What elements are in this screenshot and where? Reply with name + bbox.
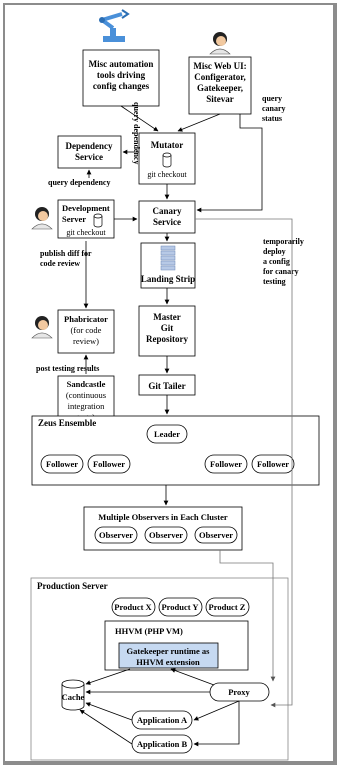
mutator-box: Mutator git checkout bbox=[138, 132, 196, 185]
misc-tools-line2: tools driving bbox=[97, 70, 146, 80]
svg-text:Server: Server bbox=[62, 214, 86, 224]
application-b-node: Application B bbox=[137, 739, 188, 749]
svg-text:Git: Git bbox=[161, 323, 174, 333]
svg-text:Canary: Canary bbox=[153, 206, 182, 216]
query-dependency-label: query dependency bbox=[48, 178, 110, 187]
svg-text:Production Server: Production Server bbox=[37, 581, 108, 591]
svg-text:Master: Master bbox=[153, 312, 180, 322]
person-icon bbox=[31, 207, 53, 230]
svg-text:Service: Service bbox=[75, 152, 103, 162]
follower-node: Follower bbox=[46, 459, 78, 469]
git-tailer-box: Git Tailer bbox=[138, 374, 196, 396]
misc-tools-line3: config changes bbox=[93, 81, 150, 91]
follower-node: Follower bbox=[257, 459, 289, 469]
database-icon bbox=[61, 679, 85, 711]
database-icon bbox=[162, 152, 172, 168]
svg-text:Sandcastle: Sandcastle bbox=[67, 379, 106, 389]
query-canary-status-label: query canary status bbox=[262, 94, 286, 123]
misc-web-ui-box: Misc Web UI: Configerator, Gatekeeper, S… bbox=[188, 56, 252, 115]
canary-service-box: Canary Service bbox=[138, 200, 196, 234]
svg-text:integration: integration bbox=[68, 401, 106, 411]
misc-web-line2: Configerator, bbox=[194, 72, 245, 82]
svg-text:Development: Development bbox=[62, 203, 110, 213]
follower-node: Follower bbox=[93, 459, 125, 469]
svg-text:canary: canary bbox=[262, 104, 286, 113]
dependency-service-box: Dependency Service bbox=[57, 135, 122, 169]
misc-web-line4: Sitevar bbox=[206, 94, 234, 104]
zeus-ensemble-box: Zeus Ensemble Leader Follower Follower F… bbox=[31, 415, 320, 486]
svg-text:for canary: for canary bbox=[263, 267, 299, 276]
svg-text:Phabricator: Phabricator bbox=[64, 314, 108, 324]
svg-text:(continuous: (continuous bbox=[66, 390, 106, 400]
misc-web-line1: Misc Web UI: bbox=[193, 61, 246, 71]
svg-text:a config: a config bbox=[263, 257, 290, 266]
observers-box: Multiple Observers in Each Cluster Obser… bbox=[83, 506, 243, 551]
person-icon bbox=[209, 32, 231, 55]
gatekeeper-runtime-box bbox=[118, 642, 219, 669]
cache-node: Cache bbox=[62, 692, 85, 702]
server-stack-icon bbox=[160, 245, 176, 271]
development-server-box: Development Server git checkout bbox=[57, 199, 115, 239]
database-icon bbox=[93, 213, 103, 228]
svg-text:review): review) bbox=[73, 336, 99, 346]
production-server-box: Production Server Product X Product Y Pr… bbox=[30, 577, 289, 761]
landing-strip-box: Landing Strip bbox=[140, 242, 196, 289]
svg-text:Gatekeeper runtime as: Gatekeeper runtime as bbox=[127, 646, 211, 656]
phabricator-box: Phabricator (for code review) bbox=[57, 309, 115, 354]
svg-text:Dependency: Dependency bbox=[66, 141, 113, 151]
product-node: Product Y bbox=[161, 602, 198, 612]
observer-node: Observer bbox=[149, 530, 183, 540]
person-icon bbox=[31, 316, 53, 339]
publish-diff-label-2: code review bbox=[40, 259, 80, 268]
svg-text:deploy: deploy bbox=[263, 247, 286, 256]
svg-text:Multiple Observers in Each Clu: Multiple Observers in Each Cluster bbox=[98, 512, 228, 522]
svg-text:(for code: (for code bbox=[71, 325, 102, 335]
svg-text:Repository: Repository bbox=[146, 334, 188, 344]
svg-text:testing: testing bbox=[263, 277, 286, 286]
robot-arm-icon bbox=[99, 9, 130, 42]
misc-tools-line1: Misc automation bbox=[89, 59, 154, 69]
svg-text:Mutator: Mutator bbox=[151, 140, 184, 150]
post-testing-label: post testing results bbox=[36, 364, 99, 373]
svg-text:temporarily: temporarily bbox=[263, 237, 304, 246]
svg-text:status: status bbox=[262, 114, 282, 123]
hhvm-title: HHVM (PHP VM) bbox=[115, 626, 183, 636]
svg-text:Git Tailer: Git Tailer bbox=[148, 381, 185, 391]
svg-text:query: query bbox=[262, 94, 282, 103]
application-a-node: Application A bbox=[137, 715, 188, 725]
misc-tools-box: Misc automation tools driving config cha… bbox=[82, 49, 160, 107]
edges bbox=[79, 105, 293, 747]
svg-text:git checkout: git checkout bbox=[66, 228, 106, 237]
temporarily-deploy-label: temporarily deploy a config for canary t… bbox=[263, 237, 304, 286]
master-repository-box: Master Git Repository bbox=[138, 305, 196, 357]
product-node: Product X bbox=[114, 602, 152, 612]
proxy-node: Proxy bbox=[228, 687, 250, 697]
diagram-frame bbox=[3, 3, 337, 765]
svg-text:Landing Strip: Landing Strip bbox=[141, 274, 195, 284]
svg-text:Zeus Ensemble: Zeus Ensemble bbox=[38, 418, 96, 428]
leader-node: Leader bbox=[154, 429, 180, 439]
observer-node: Observer bbox=[199, 530, 233, 540]
misc-web-line3: Gatekeeper, bbox=[197, 83, 243, 93]
svg-text:HHVM extension: HHVM extension bbox=[136, 657, 200, 667]
svg-text:Service: Service bbox=[153, 217, 181, 227]
observer-node: Observer bbox=[99, 530, 133, 540]
svg-text:git checkout: git checkout bbox=[147, 170, 187, 179]
follower-node: Follower bbox=[210, 459, 242, 469]
query-dependency-vertical-label: query dependency bbox=[132, 102, 141, 164]
publish-diff-label-1: publish diff for bbox=[40, 249, 92, 258]
product-node: Product Z bbox=[209, 602, 246, 612]
